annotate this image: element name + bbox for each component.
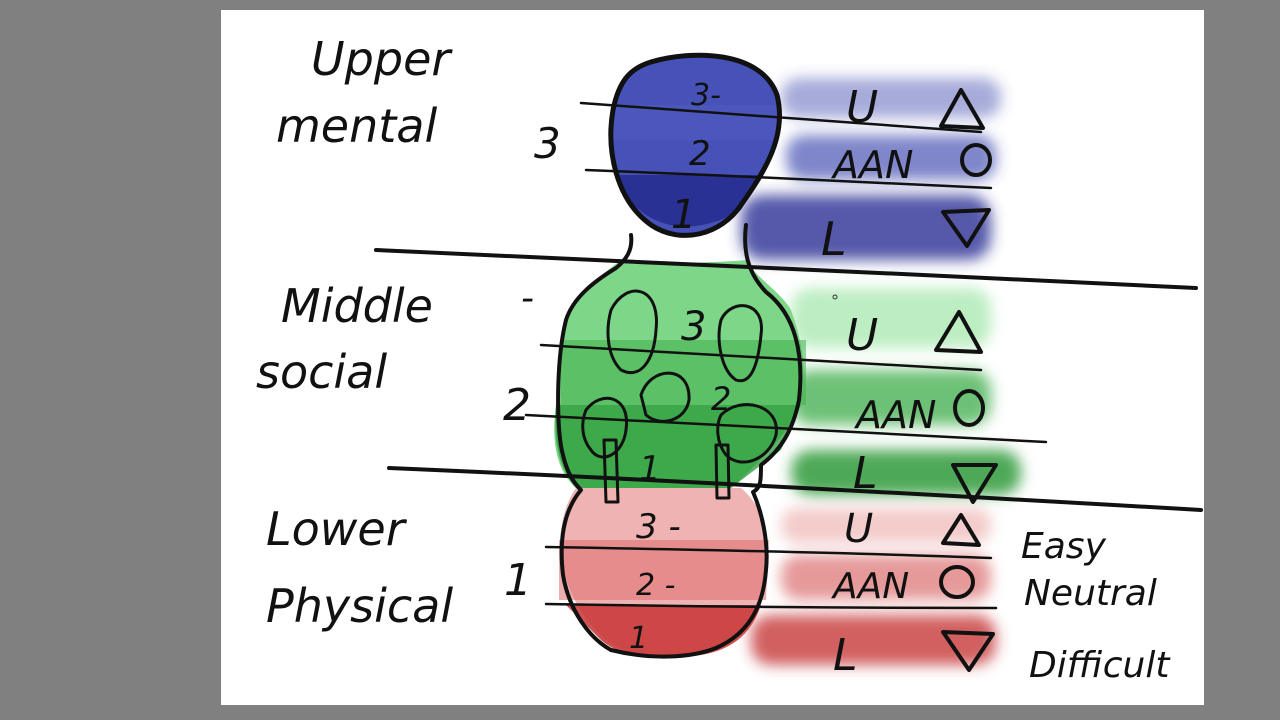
lower-level-top: 3 - <box>636 507 681 547</box>
lower-row-labels: U AAN L <box>831 506 909 681</box>
upper-row-aan: AAN <box>830 143 913 187</box>
lower-row-u: U <box>844 506 873 552</box>
upper-level-top: 3- <box>691 78 721 113</box>
lower-title-line2: Physical <box>266 579 453 633</box>
upper-level-mid: 2 <box>689 134 711 174</box>
upper-title-line2: mental <box>276 99 437 153</box>
middle-row-l: L <box>853 448 878 499</box>
legend-difficult: Difficult <box>1029 645 1171 686</box>
triangle-up-icon <box>934 310 983 354</box>
middle-level-mid: 2 <box>711 380 731 418</box>
legend: Easy Neutral Difficult <box>1021 526 1171 686</box>
lower-level-bottom: 1 <box>629 621 648 656</box>
lower-color-bands <box>751 508 996 665</box>
upper-section-title: Upper mental 3 <box>276 32 561 168</box>
legend-easy: Easy <box>1021 526 1107 567</box>
level-lines <box>374 101 1203 610</box>
middle-level-bottom: 1 <box>639 449 661 489</box>
cursor-dot <box>832 294 838 300</box>
triangle-down-icon <box>951 463 998 504</box>
upper-title-line1: Upper <box>311 32 453 86</box>
upper-row-l: L <box>821 212 847 266</box>
lower-level-mid: 2 - <box>636 568 675 603</box>
upper-color-bands <box>741 78 1001 260</box>
lower-symbols <box>939 513 995 672</box>
body-levels-diagram: Upper mental 3 Middle social - 2 Lower P… <box>256 32 1203 686</box>
middle-score: 2 <box>503 380 531 431</box>
middle-row-aan: AAN <box>853 393 936 437</box>
lower-row-l: L <box>833 630 858 681</box>
triangle-up-icon <box>941 513 981 547</box>
upper-level-numbers: 3- 2 1 <box>671 78 721 238</box>
circle-icon <box>939 565 975 599</box>
triangle-down-icon <box>941 208 991 248</box>
drawing-canvas: Upper mental 3 Middle social - 2 Lower P… <box>221 10 1204 705</box>
middle-level-numbers: 3 2 1 <box>639 304 731 489</box>
triangle-down-icon <box>941 630 995 672</box>
middle-row-u: U <box>846 310 878 361</box>
lower-score: 1 <box>504 555 532 606</box>
upper-score: 3 <box>534 119 561 168</box>
circle-icon <box>960 143 992 177</box>
upper-row-u: U <box>846 82 878 133</box>
middle-section-title: Middle social - 2 <box>256 278 534 431</box>
lower-title-line1: Lower <box>266 502 408 556</box>
middle-row-labels: U AAN L <box>846 310 936 499</box>
circle-icon <box>953 389 985 427</box>
lower-section-title: Lower Physical 1 <box>266 502 532 633</box>
hips-fill <box>559 488 769 659</box>
middle-title-line1: Middle <box>281 279 433 333</box>
upper-symbols <box>939 88 992 248</box>
upper-level-bottom: 1 <box>671 192 696 238</box>
middle-mark-top: - <box>521 278 534 319</box>
upper-row-labels: U AAN L <box>821 82 913 266</box>
triangle-up-icon <box>939 88 985 130</box>
middle-level-top: 3 <box>681 304 706 350</box>
lower-row-aan: AAN <box>831 566 909 607</box>
legend-neutral: Neutral <box>1024 573 1157 614</box>
middle-title-line2: social <box>256 345 387 399</box>
lower-level-numbers: 3 - 2 - 1 <box>629 507 681 656</box>
middle-symbols <box>934 310 998 504</box>
